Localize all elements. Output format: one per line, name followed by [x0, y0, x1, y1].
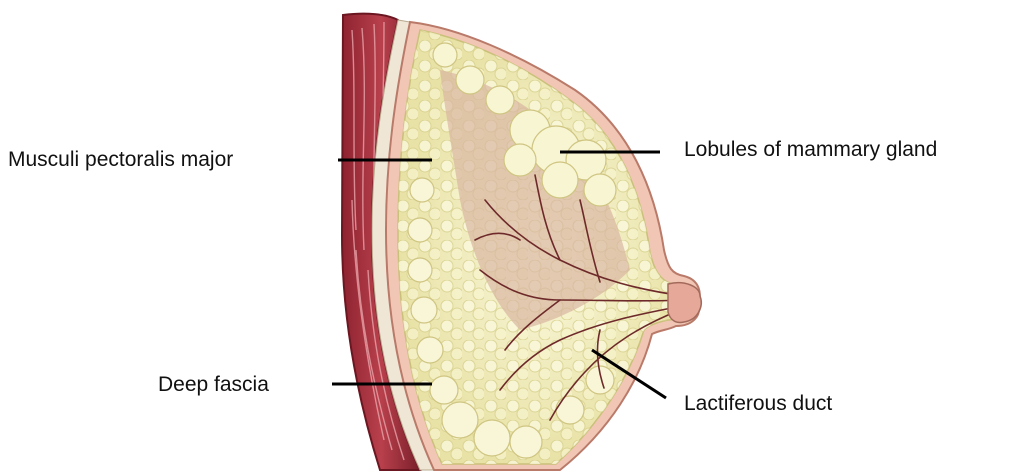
nipple — [668, 283, 701, 323]
label-lactiferous-duct: Lactiferous duct — [684, 393, 832, 414]
label-deep-fascia: Deep fascia — [158, 374, 269, 395]
label-musculi-pectoralis-major: Musculi pectoralis major — [8, 149, 233, 170]
label-lobules-of-mammary-gland: Lobules of mammary gland — [684, 139, 937, 160]
